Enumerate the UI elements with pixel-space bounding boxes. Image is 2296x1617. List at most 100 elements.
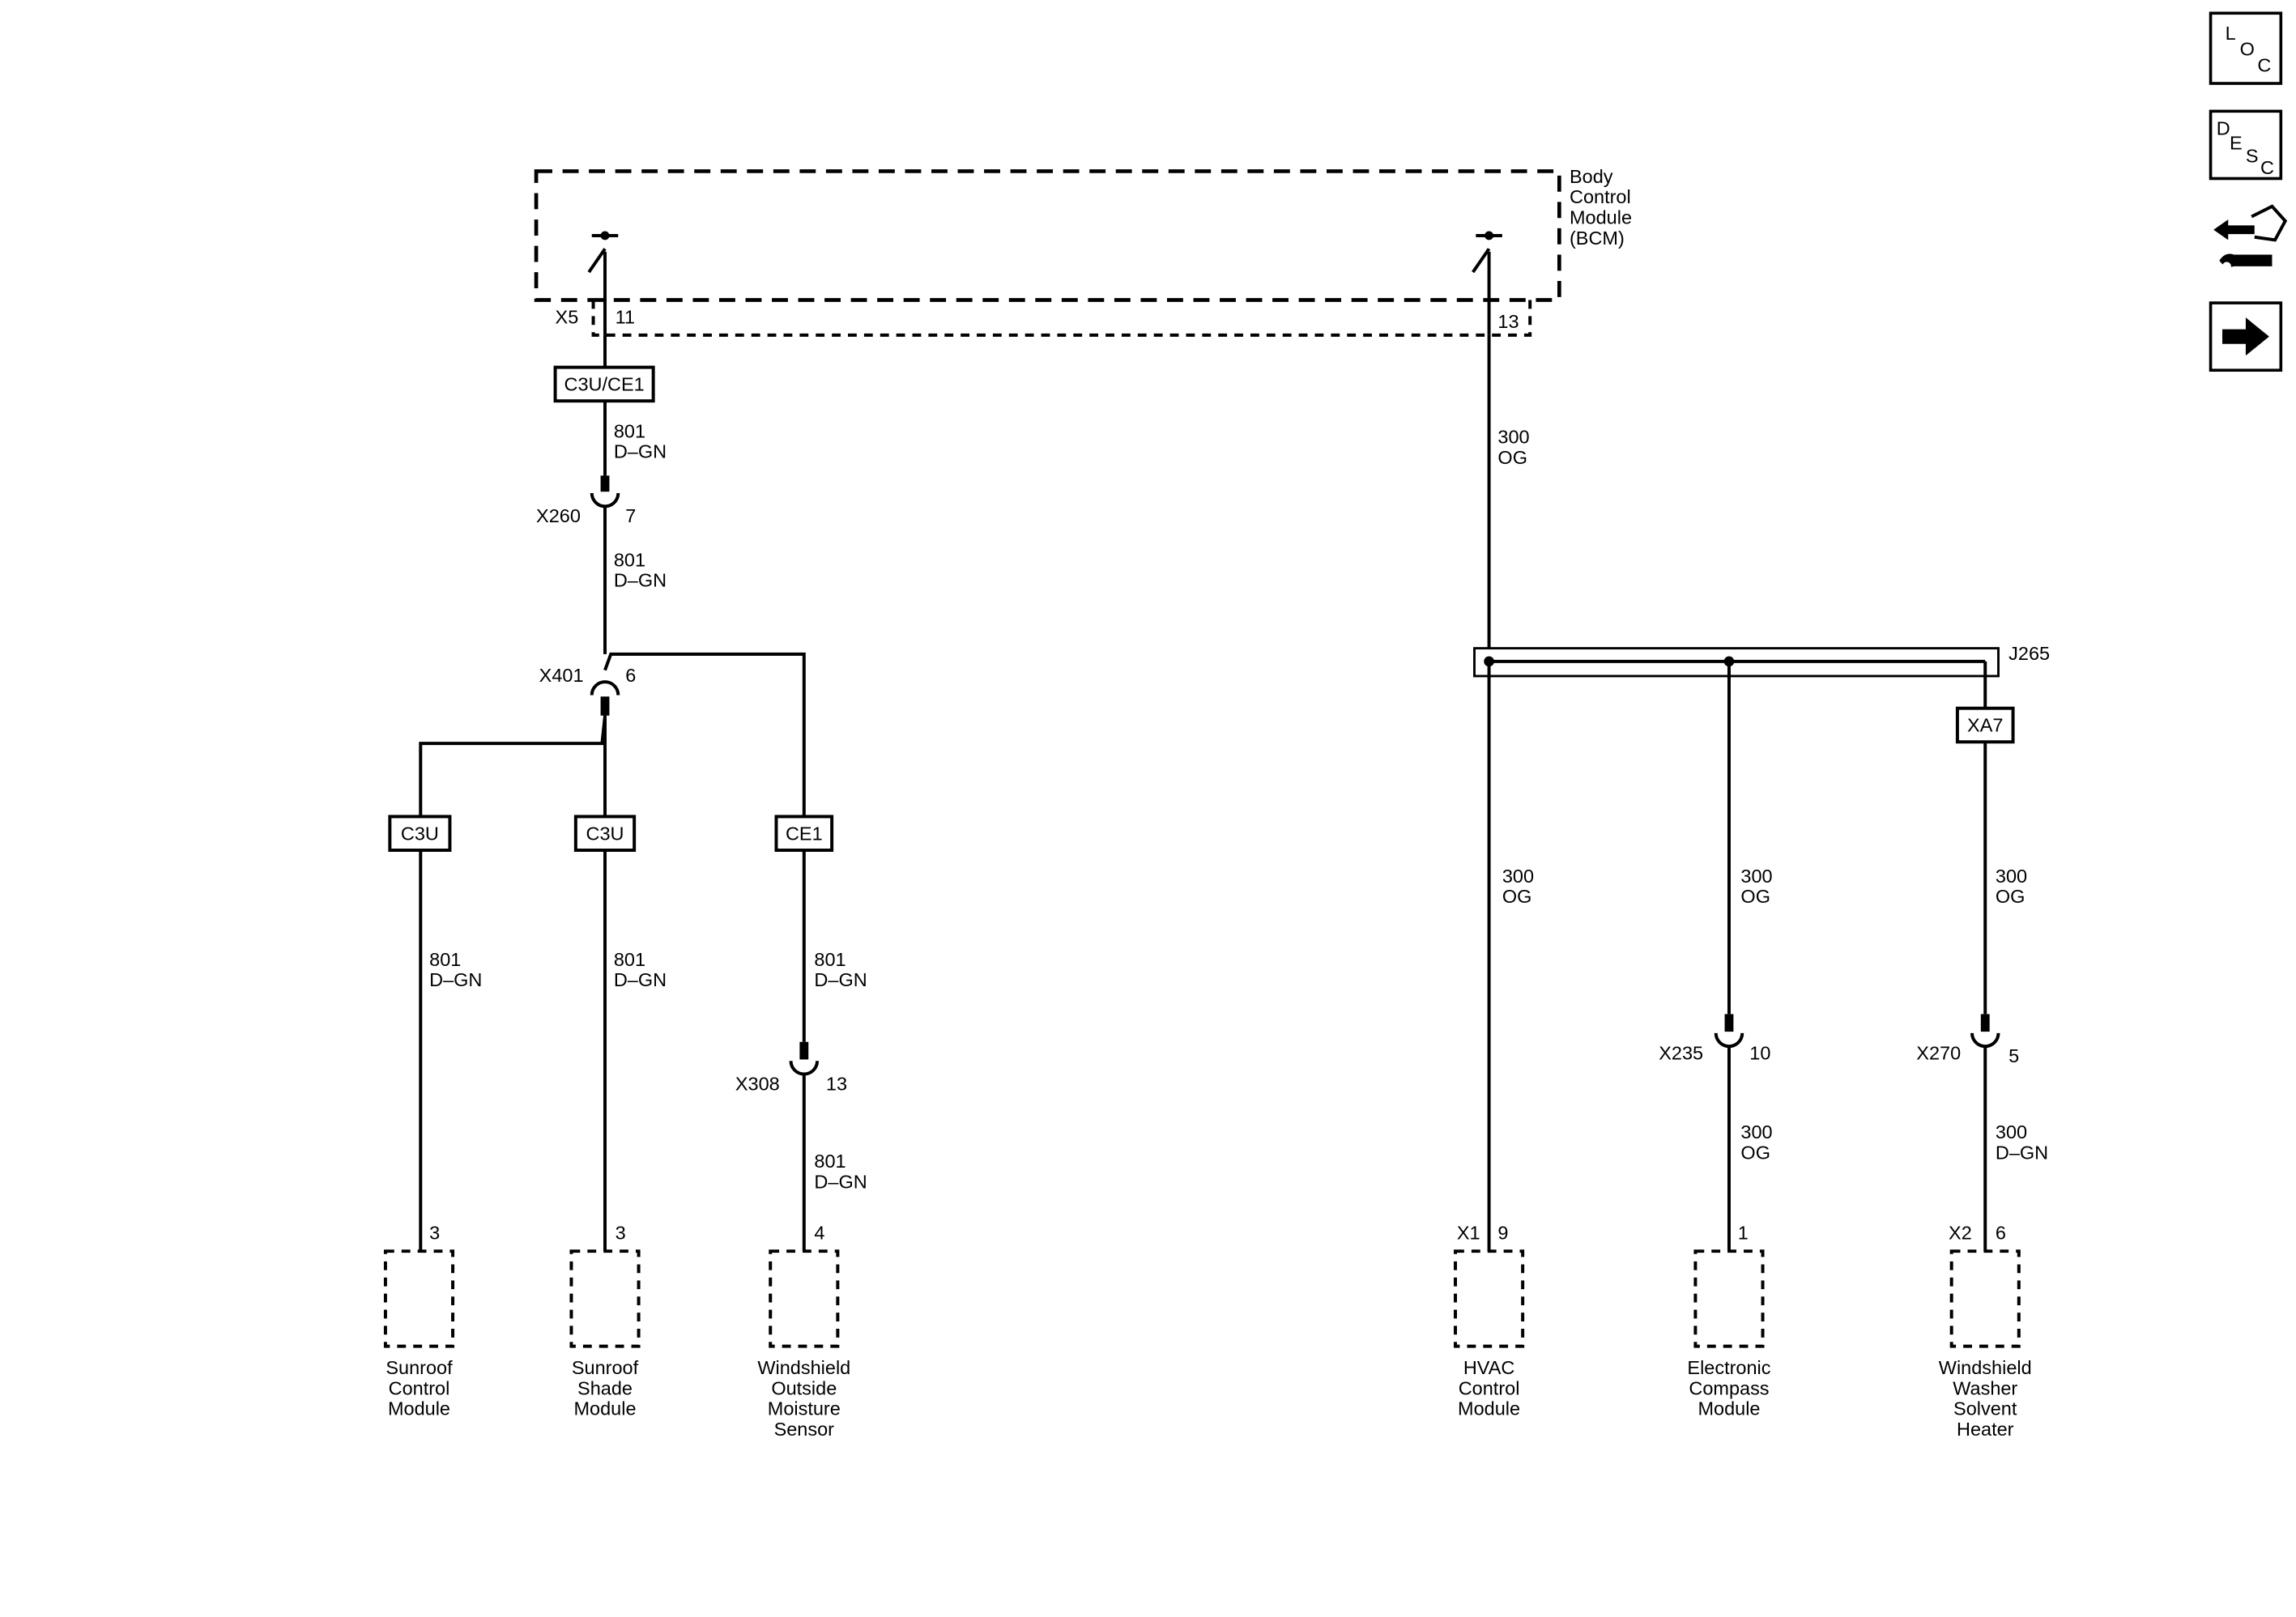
component-label-3: Module — [388, 1398, 450, 1419]
svg-text:S: S — [2246, 146, 2259, 167]
component-label-1: Sunroof — [386, 1357, 453, 1378]
x235-pin-label: 10 — [1749, 1042, 1770, 1063]
component-label-3: Moisture — [768, 1398, 841, 1419]
wire-circuit-label: 801 — [614, 949, 645, 970]
component-sunroof-control-module: 3 Sunroof Control Module — [383, 1223, 455, 1419]
option-c3u-label: C3U — [401, 823, 439, 844]
bcm-switch-right — [1472, 231, 1502, 335]
x260-pin-label: 7 — [625, 505, 636, 526]
x270-label: X270 — [1916, 1042, 1961, 1063]
x308-label: X308 — [735, 1073, 780, 1094]
wire-color-label: OG — [1996, 886, 2026, 907]
x401-label: X401 — [539, 665, 584, 686]
component-label-2: Control — [1459, 1377, 1520, 1398]
wire-color-label: OG — [1502, 886, 1532, 907]
wire-circuit-label: 300 — [1996, 1121, 2027, 1143]
component-label-2: Compass — [1689, 1377, 1769, 1398]
component-pin-label: 6 — [1996, 1223, 2006, 1244]
j265-splice-pack — [1473, 647, 2000, 709]
j265-label: J265 — [2008, 643, 2050, 664]
component-electronic-compass-module: 1 Electronic Compass Module — [1687, 1223, 1770, 1419]
component-label-4: Sensor — [774, 1419, 835, 1440]
component-windshield-outside-moisture-sensor: 4 Windshield Outside Moisture Sensor — [757, 1223, 850, 1440]
x308-connector — [789, 1041, 820, 1252]
wire-circuit-label: 801 — [814, 949, 846, 970]
component-label-1: Windshield — [1939, 1357, 2032, 1378]
wire-color-label: D–GN — [614, 570, 667, 591]
bcm-label-1: Body — [1570, 166, 1613, 187]
wire-circuit-label: 801 — [614, 420, 645, 441]
wire-color-label: D–GN — [614, 441, 667, 462]
wire-color-label: OG — [1740, 886, 1770, 907]
option-c3u-ce1 — [553, 365, 655, 403]
option-ce1 — [774, 815, 834, 852]
next-button[interactable] — [2209, 301, 2283, 372]
svg-text:E: E — [2230, 132, 2243, 153]
x401-pin-label: 6 — [625, 665, 636, 686]
bcm-label-4: (BCM) — [1570, 228, 1625, 249]
option-xa7-label: XA7 — [1967, 715, 2003, 736]
wire-color-label: D–GN — [1996, 1142, 2048, 1163]
x5-connector-label: X5 — [556, 306, 579, 327]
wire-color-label: D–GN — [814, 1171, 867, 1192]
component-label-4: Heater — [1957, 1419, 2014, 1440]
wire-color-label: D–GN — [429, 969, 482, 990]
component-label-2: Washer — [1953, 1377, 2017, 1398]
right-branch: 300 OG J265 300 OG 300 OG X235 10 300 OG — [1473, 334, 2050, 1252]
option-ce1-label: CE1 — [786, 823, 823, 844]
component-windshield-washer-solvent-heater: X2 6 Windshield Washer Solvent Heater — [1939, 1223, 2032, 1440]
bcm-outline — [534, 169, 1561, 302]
component-sunroof-shade-module: 3 Sunroof Shade Module — [569, 1223, 641, 1419]
x235-connector — [1714, 1014, 1744, 1252]
wire-circuit-label: 300 — [1502, 866, 1534, 887]
option-xa7 — [1955, 706, 2015, 744]
svg-text:C: C — [2257, 55, 2271, 76]
component-pin-label: 3 — [616, 1223, 626, 1244]
wire-circuit-label: 801 — [614, 549, 645, 570]
component-label-3: Module — [1698, 1398, 1760, 1419]
component-pin-label: 9 — [1497, 1223, 1508, 1244]
x260-connector — [590, 475, 620, 654]
connector-tool-button[interactable] — [2213, 204, 2288, 271]
wire-circuit-label: 801 — [429, 949, 461, 970]
x308-pin-label: 13 — [826, 1073, 847, 1094]
wire-circuit-label: 300 — [1497, 427, 1529, 448]
bcm-label-2: Control — [1570, 186, 1631, 207]
wire-circuit-label: 300 — [1740, 866, 1772, 887]
wire-circuit-label: 300 — [1996, 866, 2027, 887]
component-hvac-control-module: X1 9 HVAC Control Module — [1454, 1223, 1525, 1419]
wire-color-label: OG — [1740, 1142, 1770, 1163]
svg-text:L: L — [2226, 23, 2236, 44]
left-branch: C3U/CE1 801 D–GN X260 7 801 D–GN X401 6 … — [388, 334, 867, 1252]
loc-icon: L O C — [2226, 23, 2272, 76]
x270-connector — [1970, 1014, 2000, 1252]
wire-color-label: D–GN — [814, 969, 867, 990]
component-label-2: Shade — [577, 1377, 633, 1398]
bcm-pin-13-label: 13 — [1497, 311, 1519, 332]
component-connector-label: X1 — [1457, 1223, 1480, 1244]
body-control-module: Body Control Module (BCM) X5 11 13 — [534, 166, 1632, 337]
x5-pin-label: 11 — [616, 306, 635, 327]
loc-button[interactable]: L O C — [2209, 11, 2283, 85]
wire-circuit-label: 801 — [814, 1151, 846, 1172]
svg-text:C: C — [2260, 157, 2274, 178]
component-pin-label: 4 — [814, 1223, 824, 1244]
desc-button[interactable]: D E S C — [2209, 109, 2283, 181]
option-c3u-ce1-label: C3U/CE1 — [564, 374, 645, 395]
component-label-2: Control — [389, 1377, 450, 1398]
x401-connector — [419, 652, 806, 832]
component-pin-label: 1 — [1738, 1223, 1749, 1244]
connector-tool-icon — [2213, 204, 2288, 271]
component-label-1: Sunroof — [572, 1357, 639, 1378]
bcm-switch-left — [587, 231, 619, 335]
x260-label: X260 — [536, 505, 581, 526]
component-label-2: Outside — [771, 1377, 837, 1398]
desc-icon: D E S C — [2217, 117, 2274, 178]
wire-color-label: D–GN — [614, 969, 667, 990]
x235-label: X235 — [1659, 1042, 1703, 1063]
component-label-1: Electronic — [1687, 1357, 1770, 1378]
component-pin-label: 3 — [429, 1223, 440, 1244]
component-label-3: Solvent — [1953, 1398, 2017, 1419]
component-label-1: Windshield — [757, 1357, 850, 1378]
